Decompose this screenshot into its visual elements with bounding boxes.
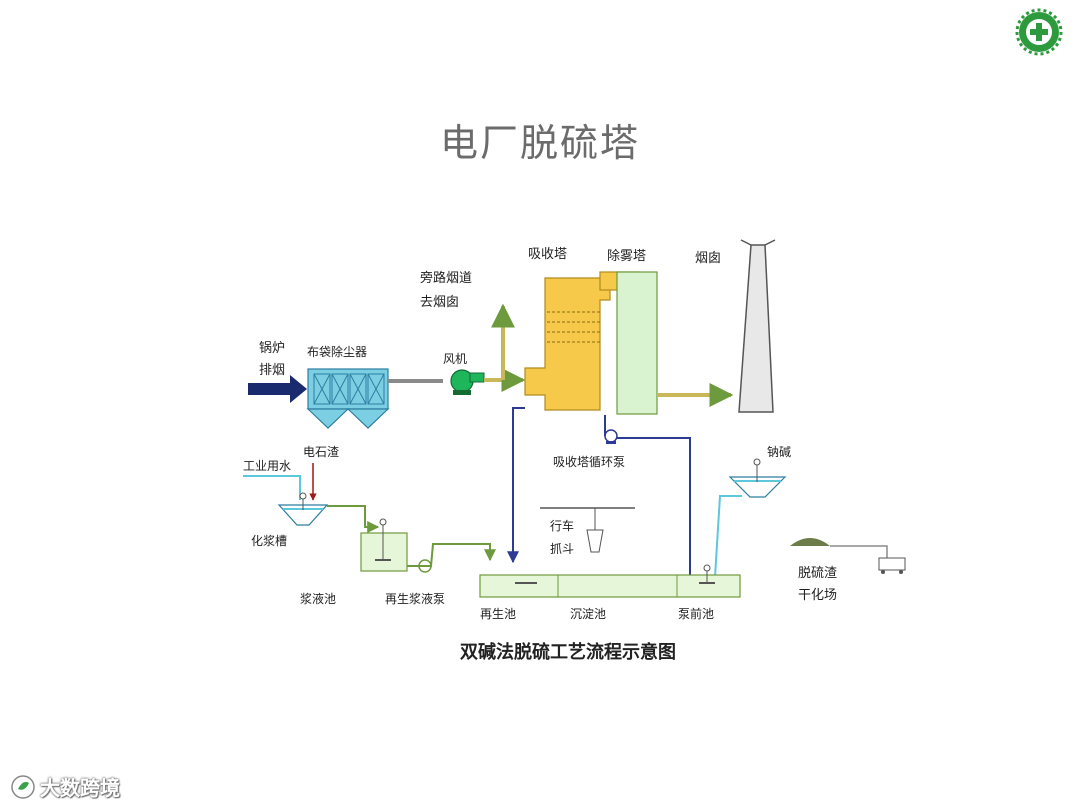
slide-title: 电厂脱硫塔 bbox=[439, 121, 640, 165]
pump-pool-label: 泵前池 bbox=[678, 606, 714, 621]
absorber-label: 吸收塔 bbox=[528, 247, 567, 262]
bypass-label-2: 去烟囱 bbox=[420, 295, 459, 310]
chimney bbox=[738, 239, 776, 413]
slurry-pool-label: 浆液池 bbox=[300, 591, 336, 606]
soda-tank bbox=[728, 458, 787, 498]
slurry-tank bbox=[277, 492, 329, 526]
settling-pool-label: 沉淀池 bbox=[570, 607, 606, 621]
boiler-exhaust-arrow bbox=[248, 375, 307, 403]
regen-pump-label: 再生浆液泵 bbox=[385, 591, 445, 606]
watermark-text: 大数跨境 bbox=[40, 776, 120, 800]
slurry-pool bbox=[360, 518, 408, 572]
regen-pool-label: 再生池 bbox=[480, 607, 516, 621]
bag-filter bbox=[306, 368, 390, 429]
circulation-pump-icon bbox=[604, 429, 618, 444]
crane-grab-icon bbox=[540, 507, 635, 553]
demister-tower bbox=[616, 271, 658, 415]
diagram-caption: 双碱法脱硫工艺流程示意图 bbox=[460, 641, 676, 663]
industrial-water-label: 工业用水 bbox=[243, 459, 291, 473]
bypass-label-1: 旁路烟道 bbox=[420, 270, 472, 286]
fan-label: 风机 bbox=[443, 352, 467, 366]
demister-label: 除雾塔 bbox=[607, 249, 646, 264]
desulfurization-process-diagram: 烟囱 吸收塔 除雾塔 锅炉 排烟 布袋除 bbox=[243, 239, 906, 663]
regen-pump-pipe bbox=[407, 543, 496, 567]
soda-label: 钠碱 bbox=[767, 444, 791, 459]
main-pools bbox=[479, 564, 741, 598]
boiler-label-2: 排烟 bbox=[259, 363, 285, 378]
slurry-tank-to-pool-pipe bbox=[327, 505, 380, 533]
bag-filter-label: 布袋除尘器 bbox=[307, 344, 367, 359]
green-cross-emblem-icon bbox=[1015, 8, 1063, 56]
leaf-logo-icon bbox=[11, 774, 35, 799]
industrial-water-line bbox=[243, 475, 301, 500]
soda-feed-line bbox=[714, 495, 742, 578]
watermark: 大数跨境 bbox=[10, 772, 120, 801]
carbide-slag-label: 电石渣 bbox=[303, 445, 339, 459]
slurry-tank-label: 化浆槽 bbox=[251, 533, 287, 548]
fan-icon bbox=[450, 369, 485, 395]
chimney-label: 烟囱 bbox=[695, 251, 721, 266]
crane-label-1: 行车 bbox=[550, 518, 574, 533]
circ-pump-label: 吸收塔循环泵 bbox=[553, 455, 625, 469]
drying-yard bbox=[790, 538, 906, 574]
crane-label-2: 抓斗 bbox=[550, 542, 574, 556]
dry-yard-label-2: 干化场 bbox=[798, 588, 837, 603]
dry-yard-label-1: 脱硫渣 bbox=[798, 566, 837, 581]
boiler-label-1: 锅炉 bbox=[259, 340, 285, 356]
absorber-drain-pipe bbox=[507, 407, 525, 564]
circulation-return-pipe bbox=[617, 437, 691, 578]
